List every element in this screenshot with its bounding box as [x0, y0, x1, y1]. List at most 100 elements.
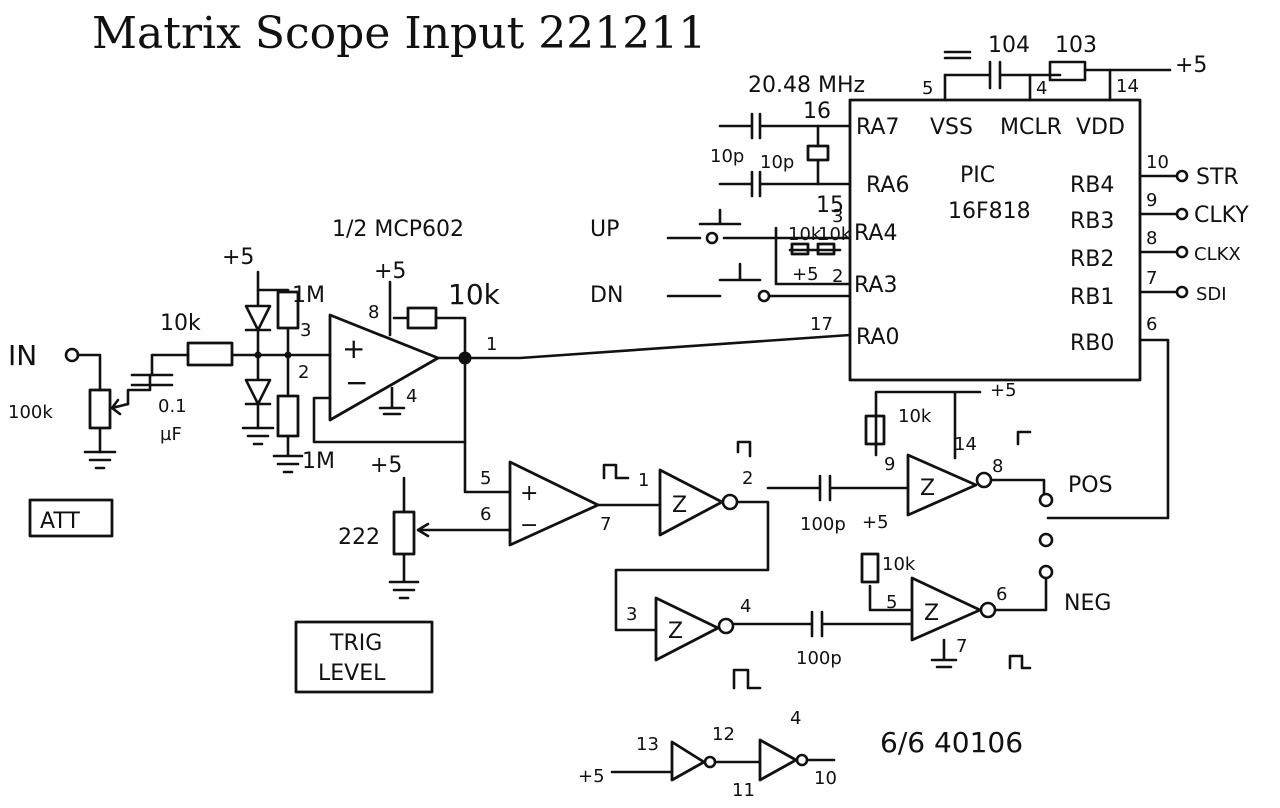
input-cap-unit: µF — [160, 424, 182, 445]
button-resistor-2 — [816, 242, 836, 256]
crystal-cap-10p-a: 10p — [710, 146, 744, 167]
diagram-title: Matrix Scope Input 221211 — [92, 8, 706, 59]
diode-ground-icon — [241, 426, 275, 446]
pic-num-8: 8 — [1146, 228, 1157, 249]
lower-diode-icon — [244, 353, 272, 430]
output-clky: CLKY — [1194, 203, 1249, 228]
opamp: + − 1/2 MCP602 +5 8 4 1 10k — [312, 217, 852, 494]
inverter-1 — [658, 468, 724, 537]
inverter-5-bubble — [979, 601, 997, 619]
spare-inverter-2 — [758, 738, 798, 782]
inverter-part-label: 6/6 40106 — [880, 726, 1023, 759]
spare-wires — [610, 758, 836, 774]
inv-pin2: 2 — [742, 468, 753, 489]
opamp-output-wire — [436, 333, 852, 360]
output-str: STR — [1196, 165, 1239, 190]
pic-num-7: 7 — [1146, 268, 1157, 289]
pot-wiper-arrow-icon — [110, 398, 130, 416]
pic-pin-rb3: RB3 — [1070, 209, 1114, 234]
pic-body — [848, 98, 1142, 382]
pic-pin-vdd: VDD — [1076, 115, 1125, 140]
bottom-r-value: 10k — [882, 554, 916, 575]
opamp-minus-sign: − — [345, 366, 368, 399]
pic-pin-ra3: RA3 — [854, 273, 897, 298]
top-pulldown-resistor — [864, 414, 886, 446]
inv-pin9: 9 — [884, 454, 895, 475]
osc-pin4: 4 — [1036, 78, 1047, 99]
pic-name: PIC — [960, 163, 995, 188]
inv-pin4: 4 — [740, 596, 751, 617]
top-supply: +5 — [1175, 53, 1207, 78]
spare-supply: +5 — [578, 766, 605, 787]
output-clkx: CLKX — [1194, 244, 1241, 265]
schmitt-icon: Z — [920, 476, 935, 501]
feedback-resistor — [406, 306, 438, 330]
pic-num-17: 17 — [810, 314, 833, 335]
inv-pin3: 3 — [626, 604, 637, 625]
input-terminal — [64, 347, 80, 363]
decoupling-caps — [943, 60, 1087, 90]
bias-ground-icon — [272, 434, 304, 474]
att-label: ATT — [40, 509, 80, 534]
neg-output-wire — [994, 576, 1048, 612]
output-sdi: SDI — [1196, 284, 1227, 305]
comparator-plus-sign: + — [520, 481, 538, 506]
neg-terminal — [1038, 564, 1054, 580]
clkx-terminal — [1175, 245, 1189, 259]
spare-pin10: 10 — [814, 768, 837, 789]
opamp-pin8: 8 — [368, 302, 379, 323]
pos-pulse-icon — [1016, 430, 1032, 446]
opamp-part-label: 1/2 MCP602 — [332, 217, 464, 242]
opamp-pin1: 1 — [486, 334, 497, 355]
pic-pin-mclr: MCLR — [1000, 115, 1062, 140]
schmitt-icon: Z — [668, 619, 683, 644]
top-r-value: 10k — [898, 406, 932, 427]
crystal-icon — [806, 144, 830, 162]
pulldown-resistor — [276, 394, 300, 438]
pic-num-2: 2 — [832, 266, 843, 287]
button-up-label: UP — [590, 217, 619, 242]
feedback-wire — [434, 316, 467, 360]
spare-bubble-2 — [795, 753, 809, 767]
schmitt-icon: Z — [672, 493, 687, 518]
inv-chain-wire — [614, 500, 770, 632]
series-resistor-value: 10k — [160, 311, 201, 336]
front-end-supply: +5 — [222, 245, 254, 270]
inverter-1-bubble — [721, 493, 739, 511]
top-coupling-cap — [766, 474, 910, 502]
opamp-pin3: 3 — [300, 320, 311, 341]
inv-pin5: 5 — [886, 592, 897, 613]
comparator: + − 5 6 7 +5 222 TRIG LEVEL — [294, 453, 662, 694]
top-pin-wires — [943, 68, 1112, 102]
pic-num-6: 6 — [1146, 314, 1157, 335]
pulse-waveform-icon — [602, 463, 630, 480]
crystal-cap-10p-b: 10p — [760, 152, 794, 173]
spare-inverter-1 — [670, 740, 706, 782]
pos-output-wire — [990, 478, 1046, 496]
bottom-resistor-wire — [868, 584, 914, 612]
trig-label-line2: LEVEL — [318, 661, 386, 686]
comparator-pin5: 5 — [480, 468, 491, 489]
feedback-value: 10k — [448, 278, 501, 311]
button-r2-value: 10k — [818, 224, 852, 245]
trig-level-box — [294, 620, 434, 694]
buttons: UP DN 10k 10k +5 — [590, 208, 852, 308]
button-r1-value: 10k — [788, 224, 822, 245]
inv-pin1: 1 — [638, 470, 649, 491]
top-supply: +5 — [990, 380, 1017, 401]
comparator-minus-sign: − — [520, 513, 538, 538]
input-stage: IN 100k 0.1 µF ATT — [8, 339, 190, 538]
pic-part: 16F818 — [948, 199, 1031, 224]
up-button-contact — [705, 231, 719, 245]
bottom-resistor — [860, 552, 880, 584]
schmitt-icon: Z — [924, 601, 939, 626]
button-dn-label: DN — [590, 283, 623, 308]
spare-pin12: 12 — [712, 724, 735, 745]
trig-supply: +5 — [370, 453, 402, 478]
clky-terminal — [1175, 207, 1189, 221]
trig-ground-icon — [388, 552, 420, 600]
pic-pin-ra7: RA7 — [856, 115, 899, 140]
spare-pin11: 11 — [732, 780, 755, 801]
input-label: IN — [8, 339, 37, 372]
